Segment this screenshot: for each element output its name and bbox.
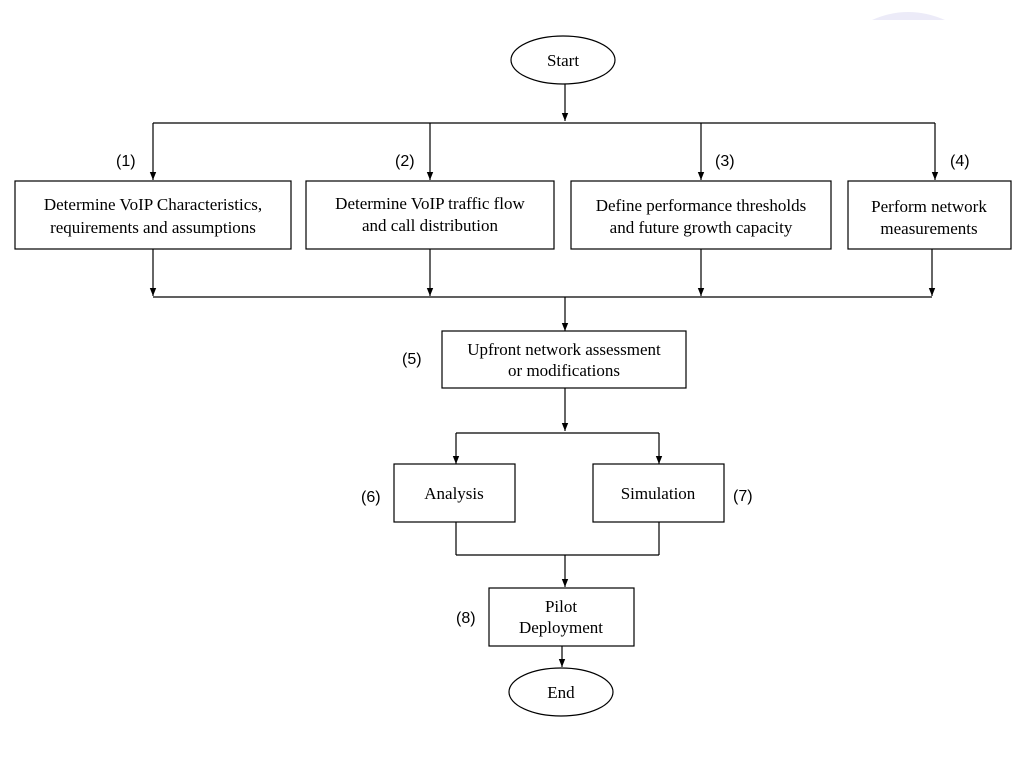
step1-line2: requirements and assumptions bbox=[50, 218, 256, 237]
background-blob bbox=[872, 12, 945, 20]
step5-line2: or modifications bbox=[508, 361, 620, 380]
step5-line1: Upfront network assessment bbox=[467, 340, 661, 359]
step8-line1: Pilot bbox=[545, 597, 577, 616]
end-node: End bbox=[508, 667, 614, 717]
step1-line1: Determine VoIP Characteristics, bbox=[44, 195, 262, 214]
step7-number: (7) bbox=[733, 488, 753, 505]
step6-number: (6) bbox=[361, 489, 381, 506]
start-label: Start bbox=[547, 51, 579, 70]
step3-node: Define performance thresholds and future… bbox=[570, 180, 832, 250]
step8-number: (8) bbox=[456, 610, 476, 627]
step4-line2: measurements bbox=[880, 219, 977, 238]
step4-line1: Perform network bbox=[871, 197, 987, 216]
step4-number: (4) bbox=[950, 153, 970, 170]
step4-node: Perform network measurements bbox=[847, 180, 1012, 250]
step3-line2: and future growth capacity bbox=[610, 218, 793, 237]
step6-line1: Analysis bbox=[424, 484, 484, 503]
step8-node: Pilot Deployment bbox=[488, 587, 635, 647]
step7-line1: Simulation bbox=[621, 484, 696, 503]
step3-line1: Define performance thresholds bbox=[596, 196, 807, 215]
step2-node: Determine VoIP traffic flow and call dis… bbox=[305, 180, 555, 250]
step1-number: (1) bbox=[116, 153, 136, 170]
step7-node: Simulation bbox=[592, 463, 725, 523]
step5-node: Upfront network assessment or modificati… bbox=[441, 330, 687, 389]
connectors bbox=[149, 84, 939, 667]
step5-number: (5) bbox=[402, 351, 422, 368]
step3-number: (3) bbox=[715, 153, 735, 170]
step1-node: Determine VoIP Characteristics, requirem… bbox=[14, 180, 292, 250]
step6-node: Analysis bbox=[393, 463, 516, 523]
step2-number: (2) bbox=[395, 153, 415, 170]
step8-line2: Deployment bbox=[519, 618, 603, 637]
end-label: End bbox=[547, 683, 575, 702]
step2-line2: and call distribution bbox=[362, 216, 498, 235]
step2-line1: Determine VoIP traffic flow bbox=[335, 194, 525, 213]
start-node: Start bbox=[510, 35, 616, 85]
